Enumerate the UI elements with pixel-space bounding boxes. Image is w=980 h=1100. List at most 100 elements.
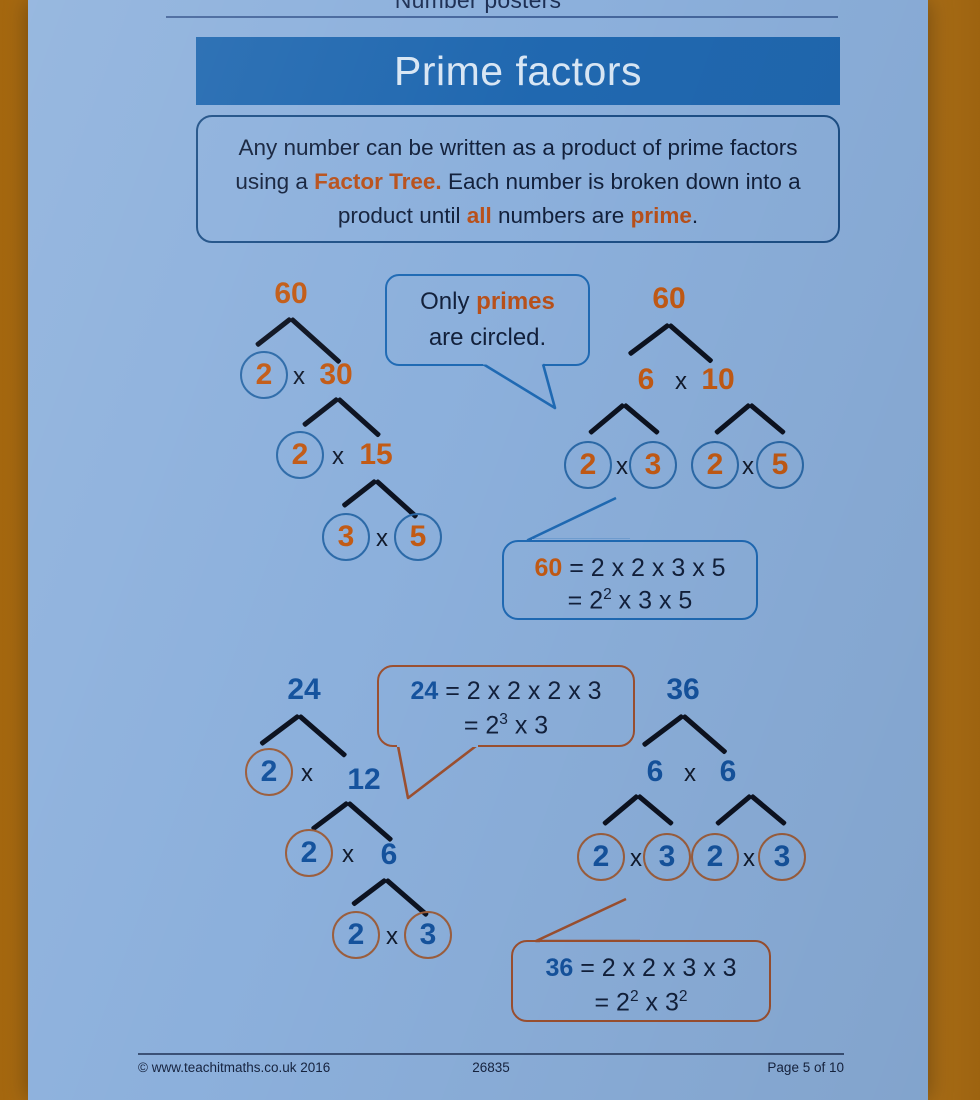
intro-factor-tree: Factor Tree. — [314, 169, 442, 194]
branch — [641, 713, 685, 748]
operator: x — [301, 760, 313, 787]
branch — [259, 713, 301, 747]
callout-60-expr: = 2 x 2 x 3 x 5 — [562, 554, 726, 582]
tree-node: 2 — [300, 836, 318, 869]
intro-prime: prime — [630, 203, 692, 228]
callout-60-power-rest: x 3 x 5 — [611, 586, 693, 615]
running-head-rule — [166, 16, 838, 18]
intro-line2c: Each number is broken — [441, 169, 680, 194]
callout-24-expr: = 2 x 2 x 2 x 3 — [438, 677, 602, 705]
callout-36-exponent: 2 — [629, 988, 639, 1005]
branch — [341, 478, 378, 509]
tree-node: 6 — [719, 755, 737, 788]
operator: x — [675, 368, 687, 395]
prime-circle — [240, 351, 288, 399]
callout-24-power-rest: x 3 — [507, 711, 549, 740]
callout-60-line-2: = 22 x 3 x 5 — [504, 586, 756, 615]
tree-node-root: 60 — [652, 282, 686, 315]
branch — [346, 800, 394, 843]
tree-node: 3 — [644, 448, 662, 481]
operator: x — [386, 923, 398, 950]
prime-circle — [629, 441, 677, 489]
prime-circle — [332, 911, 380, 959]
operator: x — [342, 841, 354, 868]
intro-text: Any number can be written as a product o… — [198, 117, 838, 233]
callout-36-power-rest: x 3 — [638, 988, 679, 1017]
prime-circle — [276, 431, 324, 479]
callout-24-number: 24 — [410, 677, 439, 705]
intro-all: all — [466, 203, 492, 228]
tree-node: 6 — [380, 838, 398, 871]
branch — [636, 793, 675, 827]
branch — [601, 793, 640, 827]
page-title: Prime factors — [394, 48, 642, 94]
footer-rule — [138, 1053, 844, 1055]
tree-node: 3 — [773, 840, 791, 873]
branch — [681, 713, 728, 755]
operator: x — [743, 845, 755, 872]
tree-node: 6 — [646, 755, 664, 788]
bubble-only: Only — [420, 288, 477, 315]
tree-node: 2 — [579, 448, 597, 481]
callout-36-line-2: = 22 x 32 — [513, 988, 769, 1017]
operator: x — [684, 760, 696, 787]
callout-24-exponent: 3 — [499, 711, 508, 728]
intro-line3c: numbers are — [491, 203, 631, 228]
prime-circle — [691, 441, 739, 489]
operator: x — [630, 845, 642, 872]
bubble-tail — [482, 359, 557, 410]
tree-node: 2 — [291, 438, 309, 471]
callout-24: 24 = 2 x 2 x 2 x 3 = 23 x 3 — [377, 665, 635, 747]
callout-36-expr: = 2 x 2 x 3 x 3 — [573, 954, 737, 982]
tree-node: 15 — [359, 438, 393, 471]
footer-page-label: Page 5 of 10 — [767, 1060, 844, 1075]
branch — [297, 713, 348, 759]
branch — [748, 402, 787, 436]
operator: x — [616, 453, 628, 480]
operator: x — [293, 363, 305, 390]
prime-circle — [404, 911, 452, 959]
prime-circle — [245, 748, 293, 796]
tree-node: 3 — [658, 840, 676, 873]
bubble-line-1: Only primes — [387, 288, 588, 316]
prime-circle — [322, 513, 370, 561]
tree-node: 2 — [592, 840, 610, 873]
operator: x — [742, 453, 754, 480]
poster-page: Number posters Prime factors Any number … — [28, 0, 928, 1100]
tree-node-root: 24 — [287, 673, 321, 706]
tree-node: 5 — [771, 448, 789, 481]
branch — [627, 322, 671, 357]
tree-node: 2 — [706, 448, 724, 481]
callout-36-line-1: 36 = 2 x 2 x 3 x 3 — [513, 954, 769, 983]
branch — [301, 396, 340, 428]
tree-node: 2 — [347, 918, 365, 951]
callout-60-tail — [526, 496, 632, 545]
callout-24-line-2: = 23 x 3 — [379, 711, 633, 740]
intro-line3e: . — [691, 203, 699, 228]
branch — [713, 402, 752, 436]
callout-36-number: 36 — [545, 954, 574, 982]
footer-doc-id: 26835 — [472, 1060, 510, 1075]
intro-line2a: factors using a — [235, 135, 798, 194]
tree-node-root: 60 — [274, 277, 308, 310]
tree-node: 12 — [347, 763, 381, 796]
tree-node: 10 — [701, 363, 735, 396]
prime-circle — [691, 833, 739, 881]
callout-24-line-1: 24 = 2 x 2 x 2 x 3 — [379, 677, 633, 706]
branch — [254, 316, 293, 348]
callout-36: 36 = 2 x 2 x 3 x 3 = 22 x 32 — [511, 940, 771, 1022]
callout-24-tail — [396, 741, 478, 800]
bubble-line-2: are circled. — [428, 324, 547, 351]
branch — [667, 322, 714, 364]
callout-60-line-1: 60 = 2 x 2 x 3 x 5 — [504, 554, 756, 583]
branch — [749, 793, 788, 827]
callout-36-tail — [534, 897, 642, 946]
prime-circle — [564, 441, 612, 489]
intro-line1: Any number can be written as a product o… — [238, 135, 724, 160]
callout-60-power-base: = 2 — [567, 586, 604, 615]
tree-node: 3 — [419, 918, 437, 951]
callout-60-exponent: 2 — [603, 586, 612, 603]
tree-node: 6 — [637, 363, 655, 396]
prime-circle — [394, 513, 442, 561]
prime-circle — [643, 833, 691, 881]
